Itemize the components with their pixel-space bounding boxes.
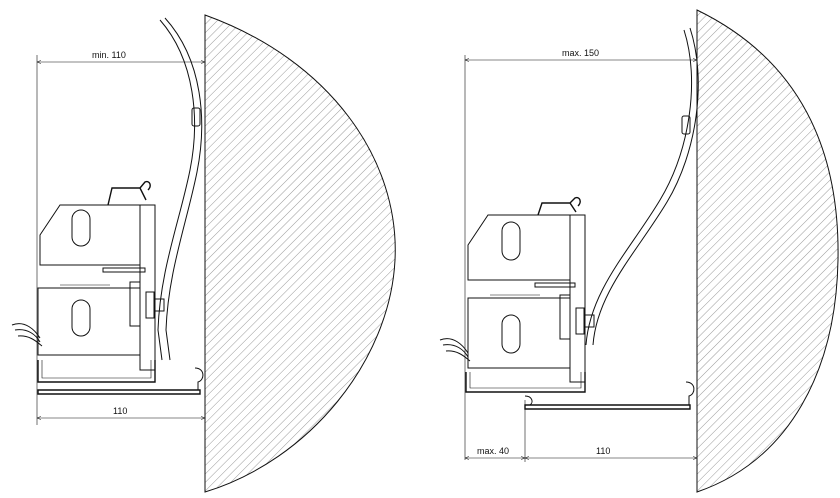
- left-wire-bundle: [11, 323, 43, 347]
- left-bolt: [145, 291, 155, 319]
- left-flex-arm: [157, 19, 196, 361]
- right-mount-block: [559, 294, 571, 340]
- left-tray: [37, 360, 156, 383]
- left-upper-rail: [102, 267, 146, 273]
- right-rail-hook-left: [524, 395, 533, 406]
- right-nut: [583, 314, 595, 328]
- right-wall-section: [696, 9, 839, 493]
- left-top-clip: [107, 180, 151, 206]
- left-detail: min. 110 110: [11, 14, 396, 493]
- right-rail-hook: [685, 381, 695, 405]
- left-bottom-dimension-label: 110: [113, 406, 127, 416]
- right-upper-rail: [534, 282, 576, 288]
- left-mount-block: [129, 281, 141, 327]
- left-lower-slot: [71, 299, 91, 337]
- right-lower-slot: [501, 314, 521, 354]
- left-tray-inner: [41, 360, 152, 379]
- right-vertical-channel: [569, 214, 586, 383]
- right-upper-plate: [467, 214, 571, 281]
- right-detail: max. 150 max. 40 110: [439, 9, 839, 493]
- right-bottom-dimension-label: 110: [596, 446, 610, 456]
- right-flex-arm: [585, 29, 692, 346]
- left-flex-arm-inner: [164, 17, 203, 361]
- right-bolt: [575, 307, 585, 335]
- left-rail-hook: [194, 367, 204, 390]
- left-nut: [153, 298, 165, 312]
- left-top-dimension-label: min. 110: [92, 50, 126, 60]
- right-wire-bundle: [439, 338, 471, 362]
- right-tray-inner: [469, 372, 582, 389]
- right-lower-plate: [467, 297, 571, 369]
- left-upper-slot: [71, 209, 91, 247]
- left-vertical-channel: [139, 204, 156, 371]
- right-offset-dimension-label: max. 40: [477, 446, 509, 456]
- right-top-clip: [537, 196, 581, 216]
- right-upper-slot: [501, 221, 521, 261]
- right-bottom-rail: [524, 404, 691, 410]
- left-lower-plate: [37, 287, 141, 356]
- right-arm-clip: [681, 115, 691, 135]
- left-arm-clip: [191, 107, 201, 127]
- right-flex-arm-inner: [592, 27, 699, 346]
- left-wall-section: [204, 14, 396, 493]
- left-bottom-rail: [37, 389, 201, 395]
- right-tray: [465, 372, 586, 393]
- right-top-dimension-label: max. 150: [562, 48, 599, 58]
